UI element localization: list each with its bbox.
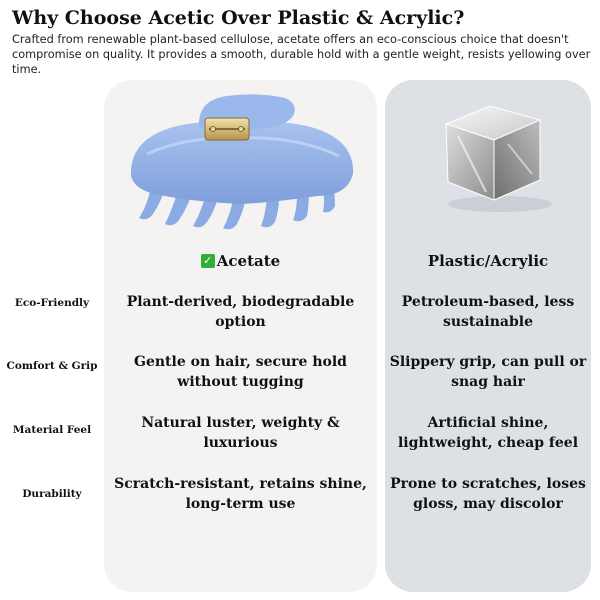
check-mark-icon: ✓: [200, 254, 215, 268]
acetate-eco-friendly-cell: Plant-derived, biodegradable option: [126, 294, 355, 330]
acetate-claw-clip-image: [130, 94, 354, 230]
acetate-column-header: ✓ Acetate: [104, 250, 377, 272]
row-label-durability: Durability: [22, 488, 82, 500]
acetate-comfort-grip-cell: Gentle on hair, secure hold without tugg…: [134, 354, 347, 390]
row-label-eco-friendly: Eco-Friendly: [14, 297, 90, 309]
acrylic-cube-image: [444, 105, 552, 212]
plastic-column-header: Plastic/Acrylic: [427, 252, 549, 270]
row-label-comfort-grip: Comfort & Grip: [6, 360, 98, 372]
plastic-durability-cell: Prone to scratches, loses gloss, may dis…: [390, 476, 586, 512]
page-title: Why Choose Acetic Over Plastic & Acrylic…: [12, 7, 465, 29]
acetate-column-label: Acetate: [216, 252, 281, 270]
row-label-material-feel: Material Feel: [12, 424, 92, 436]
acetate-durability-cell: Scratch-resistant, retains shine, long-t…: [114, 476, 367, 512]
plastic-comfort-grip-cell: Slippery grip, can pull or snag hair: [389, 354, 587, 390]
plastic-material-feel-cell: Artificial shine, lightweight, cheap fee…: [397, 415, 579, 451]
plastic-eco-friendly-cell: Petroleum-based, less sustainable: [401, 294, 575, 330]
acetate-material-feel-cell: Natural luster, weighty & luxurious: [141, 415, 340, 451]
cube-right-face: [493, 119, 541, 201]
intro-description: Crafted from renewable plant-based cellu…: [12, 33, 591, 76]
